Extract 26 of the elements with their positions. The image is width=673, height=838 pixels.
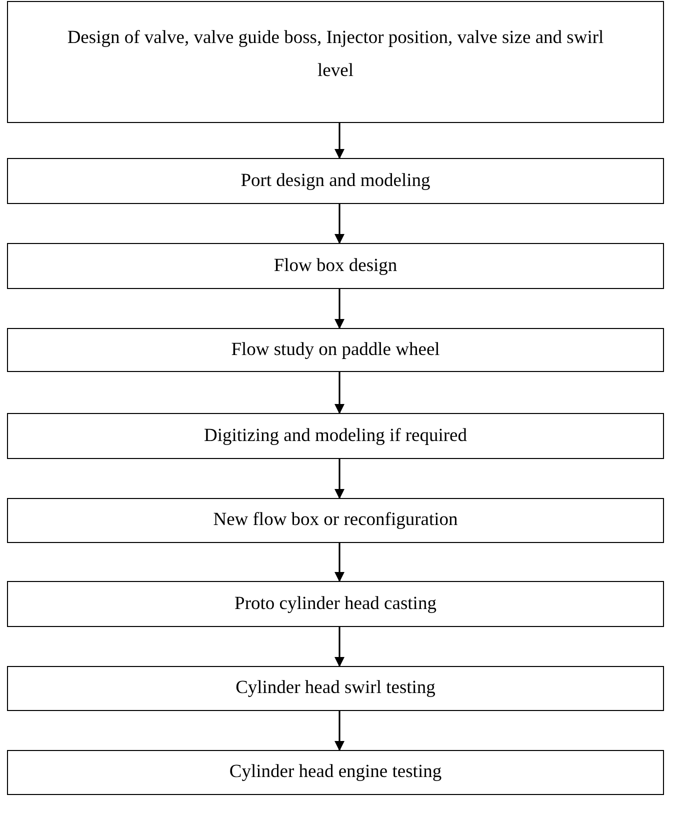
- process-box: [7, 158, 664, 204]
- step-text: Cylinder head swirl testing: [236, 678, 436, 699]
- process-box: [7, 498, 664, 543]
- arrow: [334, 289, 344, 329]
- step-text: Cylinder head engine testing: [229, 762, 442, 783]
- arrow: [334, 543, 344, 582]
- process-box: [7, 413, 664, 459]
- step-text: New flow box or reconfiguration: [213, 510, 458, 531]
- arrow: [334, 627, 344, 667]
- step-text: Flow study on paddle wheel: [231, 340, 440, 360]
- process-box: [7, 581, 664, 627]
- arrow: [334, 459, 344, 499]
- step-text: Proto cylinder head casting: [234, 594, 436, 614]
- arrow: [334, 372, 344, 414]
- arrow: [334, 204, 344, 244]
- step-text: Design of valve, valve guide boss, Injector position, valve size and swirl level: [66, 27, 605, 83]
- process-box: [7, 750, 664, 795]
- step-text: Digitizing and modeling if required: [204, 426, 468, 446]
- process-box: [7, 1, 664, 123]
- step-text: Port design and modeling: [240, 170, 430, 192]
- arrow: [334, 123, 344, 159]
- process-box: [7, 666, 664, 711]
- process-box: [7, 243, 664, 289]
- process-box: [7, 328, 664, 372]
- step-text: Flow box design: [274, 256, 398, 276]
- arrow: [334, 711, 344, 751]
